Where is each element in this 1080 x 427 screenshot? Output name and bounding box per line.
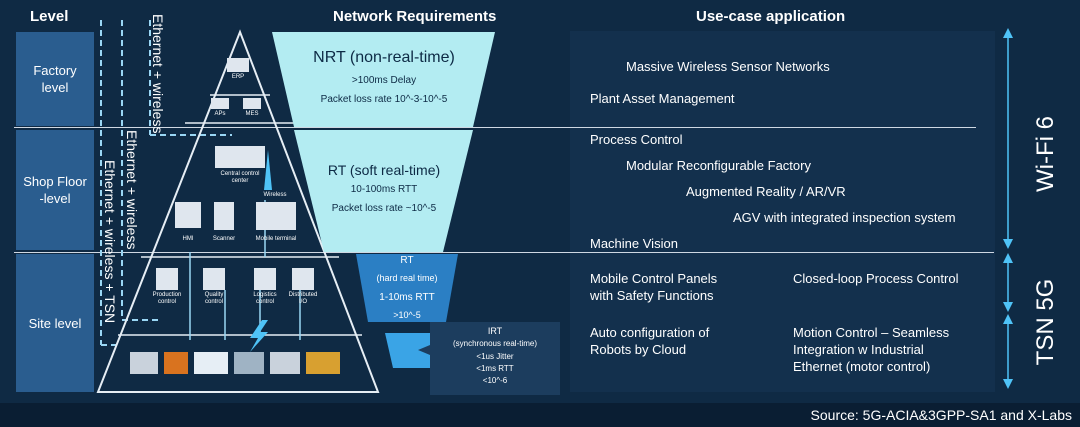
label-wifi6: Wi-Fi 6 <box>1032 116 1059 192</box>
usecase-ar-vr: Augmented Reality / AR/VR <box>686 184 846 199</box>
nrt-title: NRT (non-real-time) <box>313 49 455 66</box>
rt-hard-title: RT <box>400 255 414 266</box>
label-scanner: Scanner <box>212 236 236 242</box>
usecase-agv: AGV with integrated inspection system <box>733 210 956 225</box>
label-logistics-control: Logistics control <box>253 292 277 305</box>
nrt-delay: >100ms Delay <box>351 75 417 86</box>
label-quality-control: Quality control <box>204 292 224 305</box>
rt-soft-loss: Packet loss rate ~10^-5 <box>331 203 437 214</box>
usecase-machine-vision: Machine Vision <box>590 236 678 251</box>
label-tsn-5g: TSN 5G <box>1032 278 1059 366</box>
divider-shop-site <box>14 252 994 253</box>
label-aps: APs <box>214 111 226 117</box>
usecase-modular-factory: Modular Reconfigurable Factory <box>626 158 811 173</box>
usecase-header: Use-case application <box>696 8 846 25</box>
usecase-process-control: Process Control <box>590 132 683 147</box>
usecase-mobile-panels: Mobile Control Panels with Safety Functi… <box>590 271 718 303</box>
label-ethernet-wireless-factory: Ethernet + wireless <box>150 14 166 134</box>
irt-sub: (synchronous real-time) <box>452 339 538 348</box>
source-note: Source: 5G-ACIA&3GPP-SA1 and X-Labs <box>810 407 1072 423</box>
level-header: Level <box>30 8 69 25</box>
rt-soft-title: RT (soft real-time) <box>327 162 441 178</box>
rt-hard-sub: (hard real time) <box>376 273 438 283</box>
rt-soft-rtt: 10-100ms RTT <box>350 184 418 195</box>
irt-rtt: <1ms RTT <box>476 364 514 373</box>
label-hmi: HMI <box>182 236 194 242</box>
network-requirements-header: Network Requirements <box>333 8 497 25</box>
label-distributed-io: Distributed I/O <box>288 292 318 305</box>
level-shop-floor: Shop Floor -level <box>16 130 94 250</box>
label-central-control: Central control center <box>220 171 260 184</box>
label-mes: MES <box>245 111 259 117</box>
usecase-plant-asset: Plant Asset Management <box>590 91 735 106</box>
usecase-auto-config: Auto configuration of Robots by Cloud <box>590 325 710 357</box>
label-erp: ERP <box>231 74 245 80</box>
label-ethernet-wireless-tsn: Ethernet + wireless + TSN <box>102 160 118 324</box>
usecase-panel <box>570 31 995 392</box>
label-mobile-terminal: Mobile terminal <box>255 236 297 242</box>
irt-jitter: <1us Jitter <box>476 352 514 361</box>
label-ethernet-wireless-shop: Ethernet + wireless <box>124 130 140 250</box>
irt-loss: <10^-6 <box>482 376 508 385</box>
rt-hard-loss: >10^-5 <box>393 310 421 320</box>
footer-bar <box>0 403 1080 427</box>
nrt-loss: Packet loss rate 10^-3-10^-5 <box>320 94 448 105</box>
divider-factory-shop <box>14 127 976 128</box>
label-wireless: Wireless <box>263 192 287 198</box>
usecase-closed-loop: Closed-loop Process Control <box>793 271 959 286</box>
level-factory: Factory level <box>16 32 94 126</box>
rt-hard-rtt: 1-10ms RTT <box>379 292 435 303</box>
level-site: Site level <box>16 254 94 392</box>
usecase-motion-control: Motion Control – Seamless Integration w … <box>793 325 950 374</box>
irt-title: IRT <box>487 326 503 336</box>
label-production-control: Production control <box>152 292 182 305</box>
usecase-massive-sensor: Massive Wireless Sensor Networks <box>626 59 830 74</box>
